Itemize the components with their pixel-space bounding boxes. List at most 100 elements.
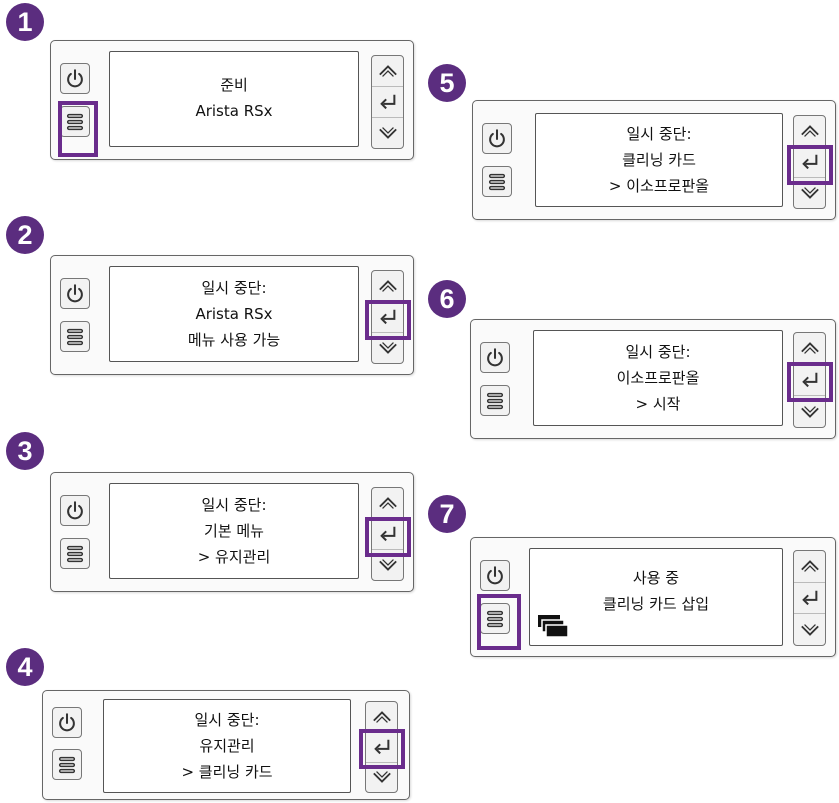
lcd-line-3: > 클리닝 카드 [181, 763, 273, 781]
up-button[interactable] [372, 56, 403, 87]
control-panel-1: 준비 Arista RSx [50, 40, 414, 160]
chevron-down-icon [377, 555, 399, 575]
card-stack-icon [538, 615, 569, 638]
control-panel-7: 사용 중 클리닝 카드 삽입 [470, 537, 836, 657]
arrow-button-group [371, 55, 404, 149]
up-button[interactable] [794, 333, 825, 365]
up-button[interactable] [372, 488, 403, 519]
down-button[interactable] [372, 118, 403, 148]
enter-button[interactable] [366, 732, 397, 763]
chevron-down-icon [377, 123, 399, 143]
lcd-line-3: 메뉴 사용 가능 [187, 331, 281, 349]
lcd-display: 일시 중단: 기본 메뉴 > 유지관리 [109, 483, 359, 579]
enter-button[interactable] [794, 365, 825, 397]
highlight-box [365, 517, 411, 557]
lcd-line-3: > 이소프로판올 [608, 177, 710, 195]
enter-button[interactable] [372, 87, 403, 118]
lcd-line-1: 일시 중단: [626, 125, 692, 143]
up-button[interactable] [794, 551, 825, 583]
highlight-box [359, 729, 405, 769]
highlight-box [787, 362, 833, 402]
chevron-up-icon [371, 707, 393, 727]
arrow-button-group [365, 701, 398, 793]
menu-icon [486, 171, 508, 193]
chevron-down-icon [799, 620, 821, 640]
lcd-display: 일시 중단: 클리닝 카드 > 이소프로판올 [535, 113, 783, 207]
power-icon [64, 283, 86, 305]
power-button[interactable] [60, 278, 90, 309]
step-badge-6: 6 [428, 280, 466, 318]
menu-button[interactable] [60, 538, 90, 569]
enter-button[interactable] [372, 519, 403, 550]
highlight-box [787, 145, 833, 185]
arrow-button-group [371, 270, 404, 364]
enter-button[interactable] [794, 583, 825, 615]
highlight-box [477, 594, 521, 650]
enter-icon [799, 588, 821, 608]
chevron-up-icon [377, 276, 399, 296]
control-panel-3: 일시 중단: 기본 메뉴 > 유지관리 [50, 472, 414, 592]
lcd-display: 일시 중단: Arista RSx 메뉴 사용 가능 [109, 266, 359, 362]
lcd-line-1: 일시 중단: [201, 279, 267, 297]
power-icon [484, 347, 506, 369]
menu-button[interactable] [480, 385, 510, 416]
enter-button[interactable] [794, 147, 825, 178]
lcd-line-2: Arista RSx [195, 102, 273, 120]
control-panel-4: 일시 중단: 유지관리 > 클리닝 카드 [42, 690, 410, 800]
lcd-line-2: 유지관리 [199, 737, 255, 755]
chevron-up-icon [799, 338, 821, 358]
up-button[interactable] [366, 702, 397, 733]
highlight-box [58, 101, 98, 157]
control-panel-5: 일시 중단: 클리닝 카드 > 이소프로판올 [472, 100, 836, 220]
power-button[interactable] [480, 560, 510, 591]
power-button[interactable] [60, 63, 90, 94]
menu-button[interactable] [482, 166, 512, 197]
power-button[interactable] [482, 123, 512, 154]
control-panel-6: 일시 중단: 이소프로판올 > 시작 [470, 319, 836, 439]
lcd-display: 사용 중 클리닝 카드 삽입 [529, 548, 783, 646]
up-button[interactable] [372, 271, 403, 302]
power-button[interactable] [480, 342, 510, 373]
power-button[interactable] [52, 707, 82, 738]
chevron-down-icon [377, 338, 399, 358]
lcd-display: 일시 중단: 유지관리 > 클리닝 카드 [103, 699, 351, 793]
power-icon [486, 128, 508, 150]
lcd-line-1: 일시 중단: [194, 711, 260, 729]
menu-icon [64, 326, 86, 348]
lcd-line-2: 이소프로판올 [616, 369, 700, 387]
chevron-down-icon [799, 183, 821, 203]
down-button[interactable] [794, 614, 825, 645]
menu-icon [56, 754, 78, 776]
arrow-button-group [793, 550, 826, 646]
lcd-line-2: Arista RSx [195, 305, 273, 323]
power-icon [64, 68, 86, 90]
power-icon [64, 500, 86, 522]
lcd-display: 준비 Arista RSx [109, 51, 359, 147]
step-badge-2: 2 [6, 216, 44, 254]
menu-button[interactable] [60, 321, 90, 352]
lcd-line-1: 사용 중 [632, 569, 680, 587]
power-button[interactable] [60, 495, 90, 526]
control-panel-2: 일시 중단: Arista RSx 메뉴 사용 가능 [50, 255, 414, 375]
chevron-down-icon [371, 767, 393, 787]
step-badge-7: 7 [428, 495, 466, 533]
highlight-box [365, 300, 411, 340]
chevron-up-icon [799, 556, 821, 576]
chevron-up-icon [377, 493, 399, 513]
menu-icon [64, 543, 86, 565]
enter-button[interactable] [372, 302, 403, 333]
menu-icon [484, 390, 506, 412]
arrow-button-group [793, 115, 826, 209]
step-badge-5: 5 [428, 64, 466, 102]
chevron-up-icon [799, 121, 821, 141]
chevron-up-icon [377, 61, 399, 81]
enter-icon [377, 92, 399, 112]
menu-button[interactable] [52, 749, 82, 780]
chevron-down-icon [799, 402, 821, 422]
up-button[interactable] [794, 116, 825, 147]
power-icon [56, 712, 78, 734]
step-badge-4: 4 [6, 648, 44, 686]
lcd-display: 일시 중단: 이소프로판올 > 시작 [533, 330, 783, 426]
step-badge-3: 3 [6, 432, 44, 470]
lcd-line-3: > 유지관리 [197, 548, 271, 566]
